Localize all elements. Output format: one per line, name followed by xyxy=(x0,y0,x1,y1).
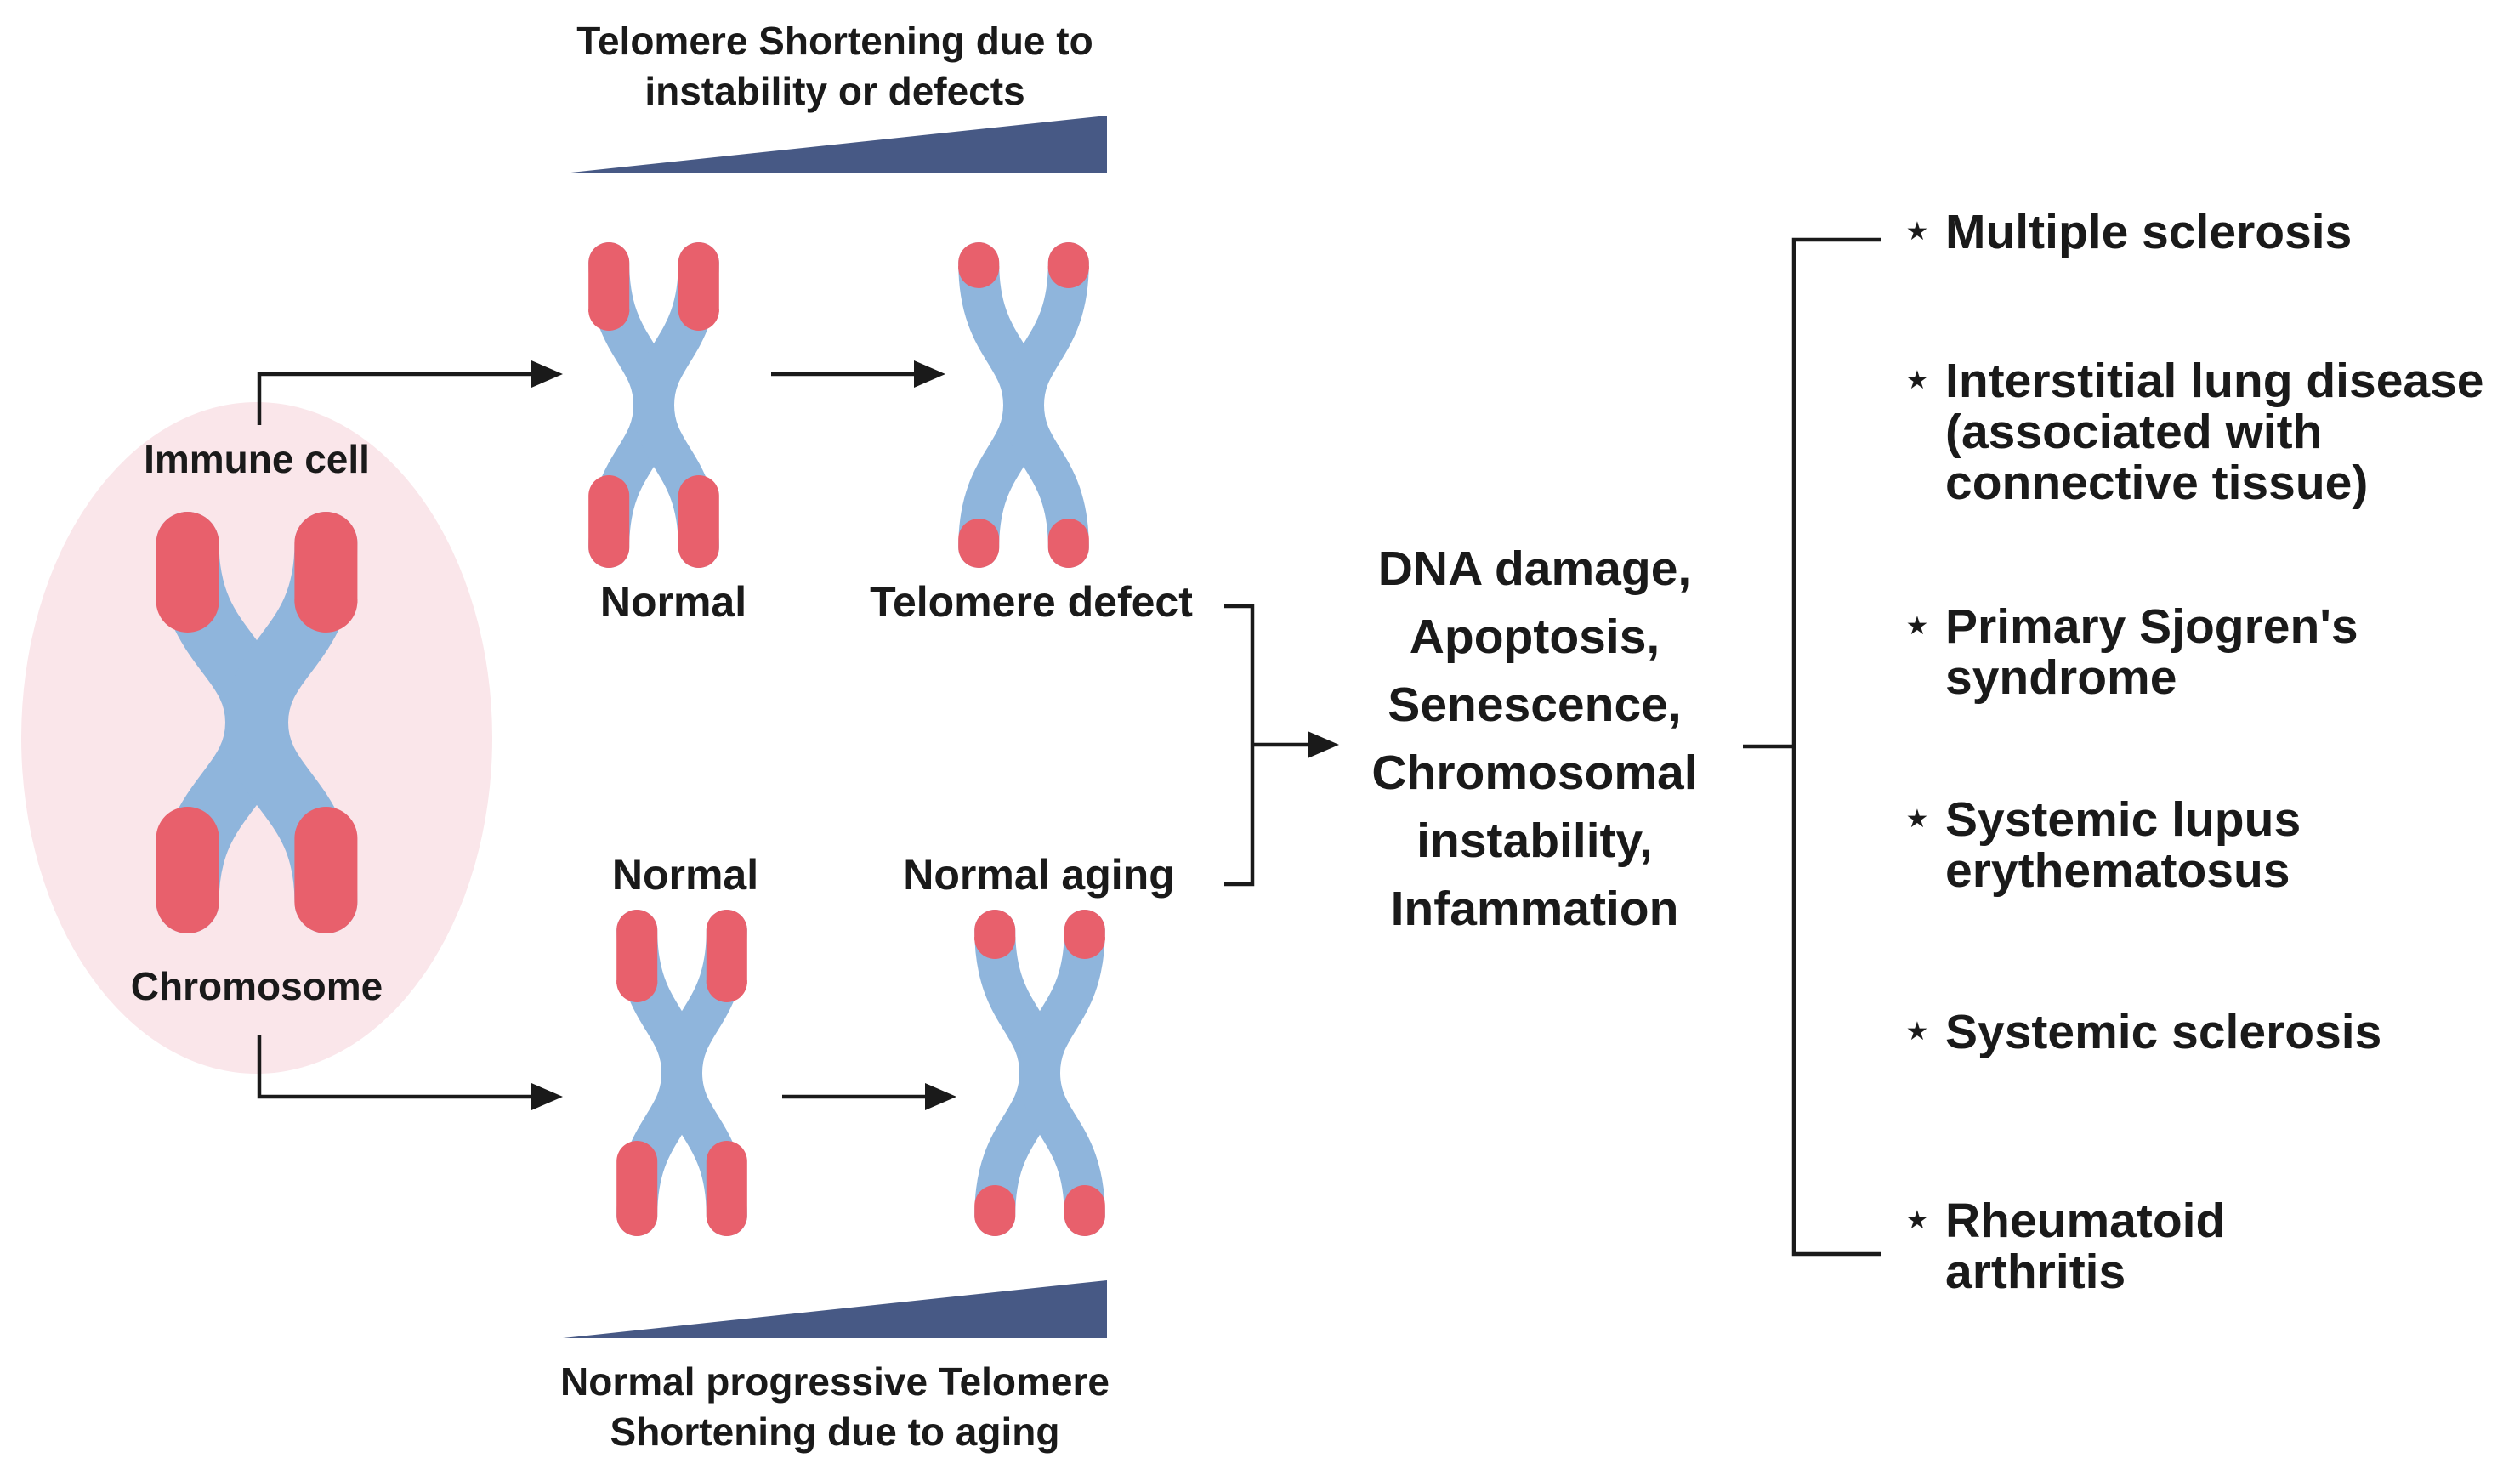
immune-cell-label: Immune cell xyxy=(144,437,370,481)
top-normal-chromosome-telomere-top-left-edge xyxy=(588,309,630,312)
immune-cell-chromosome xyxy=(156,512,358,933)
top-stage-arrowhead xyxy=(914,360,945,388)
bottom-normal-chromosome xyxy=(616,910,747,1236)
immune-to-top-connector xyxy=(257,372,548,425)
disease-item: ★ Interstitial lung disease(associated wi… xyxy=(1906,354,2484,510)
immune-cell-chromosome-telomere-top-left-edge xyxy=(156,599,219,603)
disease-item: ★ Multiple sclerosis xyxy=(1906,205,2353,259)
outcome-line: Chromosomal xyxy=(1371,746,1697,800)
top-normal-chromosome xyxy=(588,242,719,568)
disease-bullet-star-icon: ★ xyxy=(1906,1017,1929,1047)
top-defect-chromosome xyxy=(958,242,1089,568)
immune-cell-chromosome-telomere-top-right-edge xyxy=(294,599,358,603)
outcome-line: instability, xyxy=(1416,814,1653,868)
bottom-normal-chromosome-telomere-top-left-edge xyxy=(616,980,658,984)
outcome-line: Senescence, xyxy=(1388,678,1681,732)
outcome-line: Infammation xyxy=(1391,882,1679,936)
disease-bullet-star-icon: ★ xyxy=(1906,366,1929,395)
merge-arrowhead xyxy=(1308,731,1339,758)
disease-bullet-star-icon: ★ xyxy=(1906,611,1929,641)
top-wedge-label-line2: instability or defects xyxy=(644,69,1024,113)
disease-list: ★ Multiple sclerosis ★ Interstitial lung di… xyxy=(1906,205,2484,1299)
bottom-aging-chromosome-chromatid-right xyxy=(1019,910,1105,1236)
disease-item: ★ Systemic sclerosis xyxy=(1906,1005,2382,1059)
top-normal-chromosome-telomere-top-right-edge xyxy=(678,309,719,312)
disease-bullet-star-icon: ★ xyxy=(1906,217,1929,247)
disease-label-line: arthritis xyxy=(1945,1245,2126,1299)
top-defect-chromosome-telomere-top-left-edge xyxy=(958,266,1000,269)
merge-bracket xyxy=(1224,604,1255,887)
disease-label-line: erythematosus xyxy=(1945,843,2290,898)
top-shortening-wedge xyxy=(563,116,1107,173)
disease-label-line: (associated with xyxy=(1945,405,2322,459)
bottom-aging-chromosome xyxy=(974,910,1105,1236)
chromosome-label: Chromosome xyxy=(131,964,383,1008)
disease-bullet-star-icon: ★ xyxy=(1906,1206,1929,1235)
disease-label-line: Systemic lupus xyxy=(1945,792,2301,847)
outcome-line: DNA damage, xyxy=(1378,542,1691,596)
bottom-stage-arrowhead xyxy=(925,1083,956,1110)
outcome-line: Apoptosis, xyxy=(1410,610,1660,664)
disease-label-line: syndrome xyxy=(1945,650,2177,705)
bottom-aging-chromosome-telomere-top-right-edge xyxy=(1064,937,1105,940)
top-defect-chromosome-telomere-top-right-edge xyxy=(1047,266,1089,269)
bottom-normal-chromosome-telomere-top-right-edge xyxy=(706,980,747,984)
bottom-aging-chromosome-telomere-top-left-edge xyxy=(974,937,1016,940)
bottom-shortening-wedge xyxy=(563,1280,1107,1338)
disease-label-line: Multiple sclerosis xyxy=(1945,205,2352,259)
disease-bullet-star-icon: ★ xyxy=(1906,804,1929,834)
bottom-wedge-label-line1: Normal progressive Telomere xyxy=(560,1359,1110,1404)
immune-to-bottom-arrowhead xyxy=(531,1083,563,1110)
top-defect-chromosome-chromatid-right xyxy=(1002,242,1089,568)
disease-label-line: Systemic sclerosis xyxy=(1945,1005,2381,1059)
normal-aging-label: Normal aging xyxy=(903,851,1174,899)
immune-to-top-arrowhead xyxy=(531,360,563,388)
disease-label-line: Rheumatoid xyxy=(1945,1194,2225,1248)
disease-label-line: Interstitial lung disease xyxy=(1945,354,2484,408)
immune-to-bottom-connector xyxy=(257,1035,548,1099)
disease-label-line: connective tissue) xyxy=(1945,456,2368,510)
top-wedge-label-line1: Telomere Shortening due to xyxy=(576,19,1093,63)
bottom-normal-label: Normal xyxy=(612,851,758,899)
disease-label-line: Primary Sjogren's xyxy=(1945,599,2358,654)
disease-bracket xyxy=(1791,237,1881,1257)
outcomes-text-block: DNA damage, Apoptosis, Senescence, Chromoso… xyxy=(1371,542,1697,936)
top-normal-label: Normal xyxy=(600,578,746,626)
telomere-defect-label: Telomere defect xyxy=(870,578,1193,626)
bottom-wedge-label-line2: Shortening due to aging xyxy=(610,1410,1060,1454)
chromosome-group xyxy=(156,242,1105,1236)
